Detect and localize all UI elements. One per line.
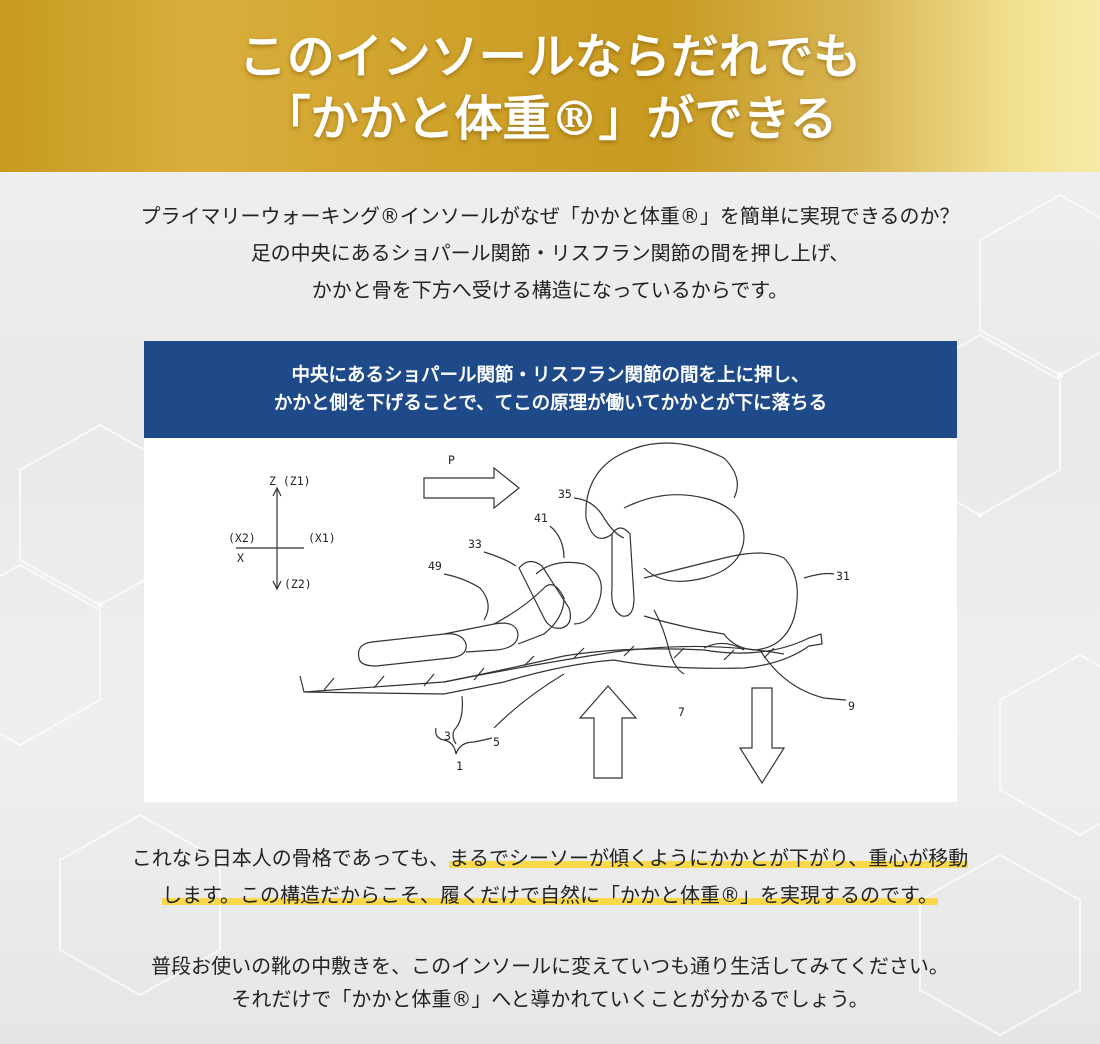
label-5: 5 [493, 735, 500, 749]
intro-paragraph: プライマリーウォーキング®インソールがなぜ「かかと体重®」を簡単に実現できるのか… [0, 198, 1100, 309]
banner-line-1: 中央にあるショパール関節・リスフラン関節の間を上に押し、 [291, 364, 810, 386]
push-up-arrow [578, 685, 638, 779]
label-z2: (Z2) [284, 577, 312, 591]
explanation-line-2: します。この構造だからこそ、履くだけで自然に「かかと体重®」を実現するのです。 [0, 877, 1100, 914]
calcaneus-bone [643, 552, 798, 651]
metatarsal-bone [493, 584, 565, 645]
foot-insole-diagram: P Z (Z1) (X2) (X1) X (Z2) 35 41 33 49 31… [228, 442, 855, 785]
label-x2: (X2) [228, 531, 256, 545]
highlight-text-1: まるでシーソーが傾くようにかかとが下がり、重心が移動 [449, 846, 969, 870]
page-title: このインソールならだれでも 「かかと体重®」ができる [0, 26, 1100, 150]
label-z-z1: Z (Z1) [269, 474, 311, 488]
label-49: 49 [428, 559, 442, 573]
label-31: 31 [836, 569, 850, 583]
closing-line-1: 普段お使いの靴の中敷きを、このインソールに変えていつも通り生活してみてください。 [151, 954, 949, 978]
push-down-arrow [738, 687, 786, 785]
insole-outline [299, 633, 823, 695]
explanation-line-1-plain: これなら日本人の骨格であっても、 [131, 846, 449, 870]
closing-paragraph: 普段お使いの靴の中敷きを、このインソールに変えていつも通り生活してみてください。… [0, 950, 1100, 1016]
title-line-1: このインソールならだれでも [238, 29, 862, 85]
ankle-outline [613, 442, 738, 499]
label-p: P [448, 453, 455, 467]
intro-line-1: プライマリーウォーキング®インソールがなぜ「かかと体重®」を簡単に実現できるのか… [140, 204, 960, 228]
label-1: 1 [456, 759, 463, 773]
highlight-text-2: します。この構造だからこそ、履くだけで自然に「かかと体重®」を実現するのです。 [162, 883, 938, 907]
label-x1: (X1) [308, 531, 336, 545]
talus-bone [623, 494, 745, 582]
cuneiform-bones [518, 560, 572, 629]
direction-arrow-p [423, 466, 520, 510]
label-x: X [237, 551, 244, 565]
label-35: 35 [558, 487, 572, 501]
header-banner: このインソールならだれでも 「かかと体重®」ができる [0, 0, 1100, 172]
explanation-line-1: これなら日本人の骨格であっても、まるでシーソーが傾くようにかかとが下がり、重心が… [0, 840, 1100, 877]
label-9: 9 [848, 699, 855, 713]
intro-line-2: 足の中央にあるショパール関節・リスフラン関節の間を押し上げ、 [250, 241, 850, 265]
label-41: 41 [534, 511, 548, 525]
label-3: 3 [444, 729, 451, 743]
navicular-bone [611, 527, 635, 617]
explanation-paragraph: これなら日本人の骨格であっても、まるでシーソーが傾くようにかかとが下がり、重心が… [0, 840, 1100, 914]
intro-line-3: かかと骨を下方へ受ける構造になっているからです。 [311, 278, 789, 302]
figure-caption-banner: 中央にあるショパール関節・リスフラン関節の間を上に押し、 かかと側を下げることで… [144, 341, 957, 438]
diagram-figure: 中央にあるショパール関節・リスフラン関節の間を上に押し、 かかと側を下げることで… [144, 341, 957, 802]
closing-line-2: それだけで「かかと体重®」へと導かれていくことが分かるでしょう。 [231, 987, 869, 1011]
label-7: 7 [678, 705, 685, 719]
label-33: 33 [468, 537, 482, 551]
banner-line-2: かかと側を下げることで、てこの原理が働いてかかとが下に落ちる [273, 392, 828, 414]
toe-bones [357, 633, 467, 667]
title-line-2: 「かかと体重®」ができる [262, 91, 838, 147]
